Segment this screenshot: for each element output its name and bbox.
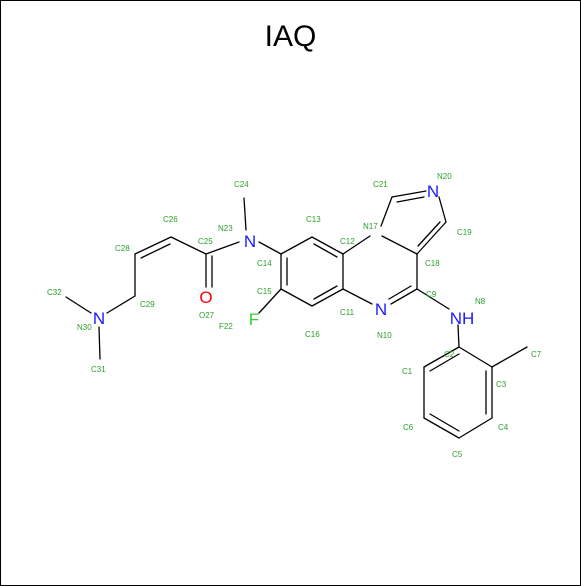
bond-c12-c13 [311, 236, 344, 255]
heteroatom-symbols: N NH N N N O F [93, 182, 474, 329]
bond-c1-c2-inner [429, 353, 460, 372]
label-c24: C24 [234, 180, 249, 189]
label-c14: C14 [257, 259, 272, 268]
label-c28: C28 [115, 244, 130, 253]
atom-n23: N [244, 232, 256, 251]
bond-c5-c6 [423, 417, 460, 439]
label-n20: N20 [437, 172, 452, 181]
bond-c14-n23 [258, 241, 282, 255]
label-f22: F22 [219, 322, 233, 331]
label-c9: C9 [426, 290, 437, 299]
label-c29: C29 [140, 300, 155, 309]
bond-n30-c31 [98, 326, 101, 360]
bond-n10-c11 [342, 288, 373, 305]
bond-n17-c21 [380, 196, 393, 227]
bond-c5-c6-inner [429, 413, 460, 432]
label-c5: C5 [452, 450, 463, 459]
bond-c3-c7 [491, 346, 528, 368]
bond-c13-c14 [280, 236, 313, 255]
label-c25: C25 [198, 237, 213, 246]
label-n30: N30 [77, 323, 92, 332]
bond-c4-c5 [458, 417, 493, 439]
label-o27: O27 [199, 311, 215, 320]
bond-c12-c13-inner [313, 243, 338, 258]
label-c16: C16 [305, 330, 320, 339]
label-c11: C11 [340, 308, 355, 317]
bond-c21-n20-inner [396, 196, 425, 203]
atom-f22: F [249, 310, 259, 329]
bond-c25-c26 [170, 236, 207, 255]
bond-c16-c11-inner [313, 285, 338, 300]
bond-n30-c32 [65, 296, 92, 314]
atom-index-labels: C1 C2 C3 C4 C5 C6 C7 N8 C9 N10 C11 C12 C… [47, 172, 542, 459]
molecule-title: IAQ [264, 20, 317, 53]
bond-c21-n20 [391, 190, 427, 198]
bond-c19-c18 [416, 221, 447, 255]
bond-c9-n10 [390, 288, 418, 305]
bond-n17-c18 [381, 235, 418, 255]
atom-nh: NH [450, 309, 475, 328]
bond-n8-c2 [457, 324, 460, 348]
label-c7: C7 [531, 350, 542, 359]
label-n17: N17 [363, 222, 378, 231]
label-c31: C31 [91, 365, 106, 374]
label-c1: C1 [402, 367, 413, 376]
atom-n30: N [93, 309, 105, 328]
bond-c16-c11 [311, 288, 344, 307]
bond-n23-c24 [243, 197, 247, 231]
bond-c1-c2 [423, 346, 460, 368]
bond-c15-c16 [280, 288, 313, 307]
label-c26: C26 [163, 215, 178, 224]
atom-n20: N [427, 182, 439, 201]
label-c12: C12 [340, 237, 355, 246]
bond-c19-c18-inner [417, 221, 441, 247]
label-n23: N23 [218, 224, 233, 233]
bond-c9-n10-inner [388, 285, 412, 300]
bond-c26-c28 [134, 236, 172, 255]
bonds [65, 190, 528, 439]
label-c32: C32 [47, 288, 62, 297]
label-c2: C2 [444, 350, 455, 359]
atom-o27: O [199, 288, 212, 307]
bond-c9-n8 [416, 288, 450, 310]
label-c19: C19 [457, 228, 472, 237]
label-c13: C13 [306, 215, 321, 224]
bond-c2-c3 [458, 346, 493, 368]
label-c4: C4 [498, 423, 509, 432]
label-n8: N8 [475, 297, 486, 306]
label-c18: C18 [425, 259, 440, 268]
bond-c29-n30 [106, 295, 136, 314]
label-c3: C3 [496, 380, 507, 389]
atom-n10: N [375, 300, 387, 319]
label-c15: C15 [257, 287, 272, 296]
label-c21: C21 [373, 180, 388, 189]
bond-c12-n17 [342, 235, 371, 255]
bond-c15-f22 [258, 288, 282, 314]
bond-n23-c25 [205, 241, 240, 255]
label-c6: C6 [403, 423, 414, 432]
bond-c26-c28-double [140, 243, 171, 259]
label-n10: N10 [377, 331, 392, 340]
bond-n20-c19 [438, 196, 447, 223]
